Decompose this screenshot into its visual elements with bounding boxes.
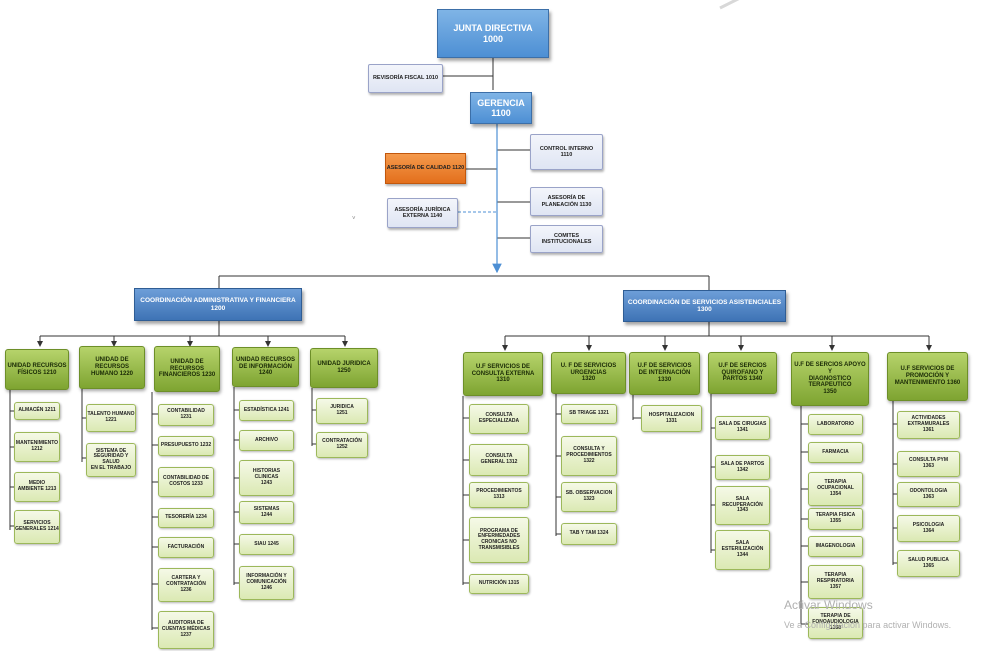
unit-item-contratación: CONTRATACIÓN 1252 [316, 432, 368, 458]
gerencia-box: GERENCIA 1100 [470, 92, 532, 124]
unit-header-5: UNIDAD JURIDICA 1250 [310, 348, 378, 388]
unit-item-sb-triage-1321: SB TRIAGE 1321 [561, 404, 617, 424]
unit-item-hospitalizacion: HOSPITALIZACION 1331 [641, 405, 702, 432]
unit-item-laboratorio: LABORATORIO [808, 414, 863, 435]
asesoria-juridica-box: ASESORÍA JURÍDICA EXTERNA 1140 [387, 198, 458, 228]
unit-header-3: UNIDAD DE RECURSOS FINANCIEROS 1230 [154, 346, 220, 392]
junta-directiva-box: JUNTA DIRECTIVA 1000 [437, 9, 549, 58]
unit-item-actividades: ACTIVIDADES EXTRAMURALES 1361 [897, 411, 960, 439]
coordinacion-administrativa-box: COORDINACIÓN ADMINISTRATIVA Y FINANCIERA… [134, 288, 302, 321]
unit-item-contabilidad: CONTABILIDAD 1231 [158, 404, 214, 426]
unit-item-sala-de-partos: SALA DE PARTOS 1342 [715, 455, 770, 480]
unit-item-psicologia: PSICOLOGIA 1364 [897, 515, 960, 542]
unit-item-consulta: CONSULTA ESPECIALIZADA [469, 404, 529, 434]
unit-item-servicios: SERVICIOS GENERALES 1214 [14, 510, 60, 544]
unit-header-7: U. F DE SERVICIOS URGENCIAS 1320 [551, 352, 626, 394]
unit-item-odontologia: ODONTOLOGIA 1363 [897, 482, 960, 507]
unit-item-terapia: TERAPIA OCUPACIONAL 1354 [808, 472, 863, 506]
comites-box: COMITES INSTITUCIONALES [530, 225, 603, 253]
unit-item-medio: MEDIO AMBIENTE 1213 [14, 472, 60, 502]
unit-item-sb-observacion: SB. OBSERVACION 1323 [561, 482, 617, 512]
unit-item-talento-humano: TALENTO HUMANO 1221 [86, 404, 136, 432]
unit-header-4: UNIDAD RECURSOS DE INFORMACIÓN 1240 [232, 347, 299, 387]
unit-item-archivo: ARCHIVO [239, 430, 294, 451]
unit-item-consulta: CONSULTA GENERAL 1312 [469, 444, 529, 476]
asesoria-calidad-box: ASESORÍA DE CALIDAD 1120 [385, 153, 466, 184]
revisoria-fiscal-box: REVISORÍA FISCAL 1010 [368, 64, 443, 93]
unit-item-tab-y-tam-1324: TAB Y TAM 1324 [561, 523, 617, 545]
unit-item-farmacia: FARMACIA [808, 442, 863, 463]
unit-header-8: U.F DE SERVICIOS DE INTERNACIÓN 1330 [629, 352, 700, 395]
unit-item-presupuesto-1232: PRESUPUESTO 1232 [158, 436, 214, 456]
unit-item-programa-de: PROGRAMA DE ENFERMEDADES CRONICAS NO TRA… [469, 517, 529, 563]
unit-item-tesorería-1234: TESORERÍA 1234 [158, 508, 214, 528]
unit-item-facturación: FACTURACIÓN [158, 537, 214, 558]
unit-item-imagenologia: IMAGENOLOGIA [808, 536, 863, 557]
watermark-line1: Activar Windows [784, 598, 873, 612]
unit-item-almacén-1211: ALMACÉN 1211 [14, 402, 60, 420]
coordinacion-asistencial-box: COORDINACIÓN DE SERVICIOS ASISTENCIALES … [623, 290, 786, 322]
asesoria-planeacion-box: ASESORÍA DE PLANEACIÓN 1130 [530, 187, 603, 216]
unit-item-consulta-pym: CONSULTA PYM 1363 [897, 451, 960, 477]
unit-item-consulta-y: CONSULTA Y PROCEDIMIENTOS 1322 [561, 436, 617, 476]
unit-item-salud-publica: SALUD PUBLICA 1365 [897, 550, 960, 577]
unit-item-historias: HISTORIAS CLINICAS 1243 [239, 460, 294, 496]
unit-item-cartera-y: CARTERA Y CONTRATACIÓN 1236 [158, 568, 214, 602]
unit-item-siau-1245: SIAU 1245 [239, 534, 294, 555]
unit-item-contabilidad-de: CONTABILIDAD DE COSTOS 1233 [158, 467, 214, 497]
unit-item-terapia: TERAPIA RESPIRATORIA 1357 [808, 565, 863, 599]
unit-header-9: U.F DE SERCIOS QUIROFANO Y PARTOS 1340 [708, 352, 777, 394]
unit-item-sala: SALA RECUPERACIÓN 1343 [715, 486, 770, 525]
unit-item-mantenimiento: MANTENIMIENTO 1212 [14, 432, 60, 462]
unit-item-información-y: INFORMACIÓN Y COMUNICACIÓN 1246 [239, 566, 294, 600]
unit-item-nutrición-1315: NUTRICIÓN 1315 [469, 574, 529, 594]
unit-item-estadística-1241: ESTADÍSTICA 1241 [239, 400, 294, 421]
unit-item-sala: SALA ESTERILIZACIÓN 1344 [715, 530, 770, 570]
unit-item-sistemas: SISTEMAS 1244 [239, 501, 294, 524]
unit-header-6: U.F SERVICIOS DE CONSULTA EXTERNA 1310 [463, 352, 543, 396]
unit-header-1: UNIDAD RECURSOS FÍSICOS 1210 [5, 349, 69, 390]
unit-item-terapia-de: TERAPIA DE FONOAUDIOLOGIA 1358 [808, 607, 863, 639]
unit-header-11: U.F SERVICIOS DE PROMOCIÓN Y MANTENIMIEN… [887, 352, 968, 401]
control-interno-box: CONTROL INTERNO 1110 [530, 134, 603, 170]
unit-header-2: UNIDAD DE RECURSOS HUMANO 1220 [79, 346, 145, 389]
unit-item-terapia-fisica: TERAPIA FISICA 1355 [808, 508, 863, 530]
unit-header-10: U.F DE SERCIOS APOYO Y DIAGNOSTICO TERAP… [791, 352, 869, 406]
unit-item-sala-de-cirugias: SALA DE CIRUGIAS 1341 [715, 416, 770, 440]
unit-item-juridica: JURIDICA 1251 [316, 398, 368, 424]
unit-item-sistema-de: SISTEMA DE SEGURIDAD Y SALUD EN EL TRABA… [86, 443, 136, 477]
watermark-line2: Ve a Configuración para activar Windows. [784, 620, 952, 630]
unit-item-procedimientos: PROCEDIMIENTOS 1313 [469, 482, 529, 508]
unit-item-auditoria-de: AUDITORIA DE CUENTAS MÉDICAS 1237 [158, 611, 214, 649]
